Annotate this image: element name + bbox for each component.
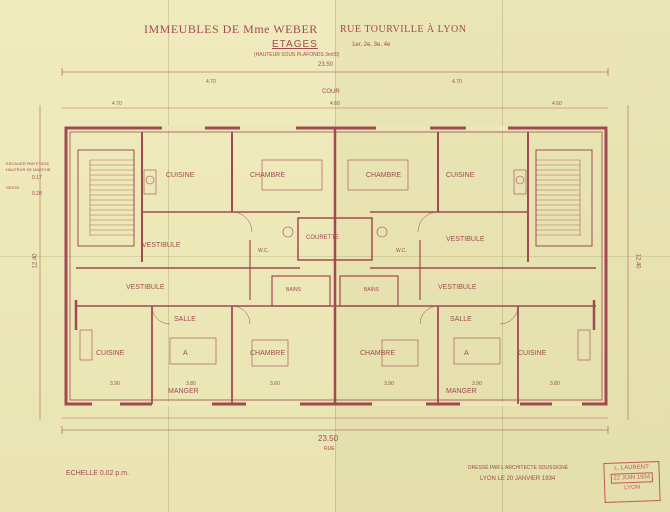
top-dimension: 4.60 [330,101,340,107]
bottom-dimension: 3.60 [270,381,280,387]
room-label: COURETTE [306,235,339,241]
stamp-line1: L. LAURENT [614,464,649,472]
stair-note: ESCALIER PAR ETAGE [6,161,50,166]
bottom-dimension: 3.80 [550,381,560,387]
floor-title: ETAGES [272,39,318,50]
overall-bottom-dimension: 23.50 [318,434,339,443]
title-line1: IMMEUBLES DE Mme WEBER [144,22,318,36]
height-note: (HAUTEUR SOUS PLAFONDS 3m00) [254,52,340,58]
bottom-dimension: 3.90 [472,381,482,387]
top-dimension: 4.70 [112,101,122,107]
top-dimension: 4.60 [552,101,562,107]
fold-line [168,0,169,512]
scale-label: ECHELLE 0.02 p.m. [66,470,130,477]
street-label: RUE [324,446,335,452]
room-label: W.C. [396,248,407,254]
bottom-dimension: 3.90 [384,381,394,387]
room-label: SALLE [174,316,196,323]
stair-note: GIRON [6,185,20,190]
overall-top-dimension: 23.50 [318,62,334,68]
room-label: CUISINE [446,172,475,179]
left-side-dimension: 12.40 [32,253,39,269]
room-label: CUISINE [166,172,195,179]
room-label: BAINS [286,287,302,293]
right-side-dimension: 12.40 [634,253,641,269]
stamp-line2: 22 JUIN 1934 [610,472,654,484]
stamp-line3: LYON [624,484,641,492]
courtyard-label: COUR [322,89,340,95]
floors-note: 1er, 2e, 3e, 4e [352,42,391,48]
room-label: A [183,350,188,357]
room-label: VESTIBULE [126,284,165,291]
room-label: CHAMBRE [360,350,396,357]
title-line2: RUE TOURVILLE À LYON [340,24,467,35]
room-label: VESTIBULE [142,242,181,249]
top-dimension: 4.70 [206,79,216,85]
room-label: CUISINE [518,350,547,357]
fold-line [502,0,503,512]
room-label: BAINS [364,287,380,293]
approval-stamp: L. LAURENT 22 JUIN 1934 LYON [603,461,661,503]
stair-note: 0.28 [32,191,42,197]
top-dimension: 4.70 [452,79,462,85]
room-label: VESTIBULE [438,284,477,291]
bottom-dimension: 3.80 [186,381,196,387]
stair-note: 0.17 [32,175,42,181]
bottom-dimension: 3.90 [110,381,120,387]
room-label: CHAMBRE [366,172,402,179]
room-label: CHAMBRE [250,172,286,179]
room-label: CHAMBRE [250,350,286,357]
room-label: A [464,350,469,357]
room-label: MANGER [446,388,477,395]
stair-note: HAUTEUR DE MARCHE [6,167,51,172]
room-label: MANGER [168,388,199,395]
room-label: VESTIBULE [446,236,485,243]
room-label: W.C. [258,248,269,254]
architect-line1: DRESSÉ PAR L'ARCHITECTE SOUSSIGNÉ [468,465,569,471]
architect-line2: LYON LE 20 JANVIER 1934 [480,476,556,482]
room-label: CUISINE [96,350,125,357]
room-label: SALLE [450,316,472,323]
